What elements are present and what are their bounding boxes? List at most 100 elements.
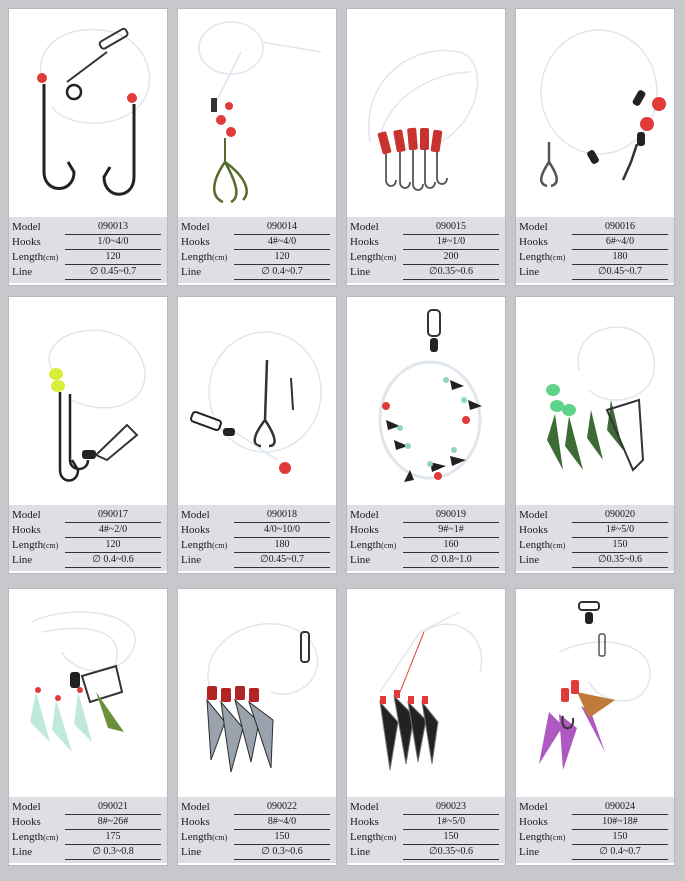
product-photo [12,12,164,212]
spec-row-line: Line∅ 0.45~0.7 [9,265,167,280]
hooks-value: 4/0~10/0 [234,522,330,538]
length-value: 120 [65,537,161,553]
product-photo [519,592,671,792]
spec-row-line: Line∅ 0.4~0.6 [9,553,167,568]
spec-row-length: Length(cm)150 [347,830,505,845]
length-value: 150 [572,829,668,845]
hooks-value: 1/0~4/0 [65,234,161,250]
hooks-value: 4#~4/0 [234,234,330,250]
spec-row-length: Length(cm)150 [516,830,674,845]
spec-row-length: Length(cm)120 [9,538,167,553]
hooks-value: 1#~5/0 [572,522,668,538]
spec-row-line: Line∅ 0.4~0.7 [516,845,674,860]
line-value: ∅ 0.3~0.8 [65,844,161,860]
spec-row-length: Length(cm)200 [347,250,505,265]
long-hook-rig-icon [48,329,146,482]
hooks-value: 8#~4/0 [234,814,330,830]
spec-row-line: Line∅ 0.8~1.0 [347,553,505,568]
hooks-value: 6#~4/0 [572,234,668,250]
hooks-value: 8#~26# [65,814,161,830]
hooks-value: 4#~2/0 [65,522,161,538]
product-photo [181,592,333,792]
line-value: ∅0.35~0.6 [403,844,499,860]
length-value: 120 [65,249,161,265]
length-value: 180 [234,537,330,553]
spec-row-line: Line∅ 0.3~0.8 [9,845,167,860]
hooks-value: 1#~1/0 [403,234,499,250]
length-value: 150 [403,829,499,845]
model-value: 090019 [403,507,499,523]
model-value: 090018 [234,507,330,523]
line-value: ∅ 0.45~0.7 [65,264,161,280]
length-value: 160 [403,537,499,553]
double-hook-rig-icon [37,27,151,196]
silver-foil-rig-icon [206,623,319,773]
spec-row-line: Line∅ 0.3~0.6 [178,845,336,860]
spec-row-line: Line∅ 0.4~0.7 [178,265,336,280]
length-value: 180 [572,249,668,265]
line-value: ∅0.35~0.6 [403,264,499,280]
length-value: 120 [234,249,330,265]
product-photo [12,592,164,792]
model-value: 090015 [403,219,499,235]
dark-foil-rig-icon [379,611,483,771]
spec-row-length: Length(cm)175 [9,830,167,845]
line-value: ∅0.45~0.7 [234,552,330,568]
line-value: ∅0.45~0.7 [572,264,668,280]
product-photo [181,300,333,500]
model-value: 090023 [403,799,499,815]
product-photo [519,300,671,500]
product-photo [350,592,502,792]
length-value: 175 [65,829,161,845]
product-photo [350,12,502,212]
feather-ring-rig-icon [378,309,482,482]
length-value: 150 [572,537,668,553]
spec-row-line: Line∅0.35~0.6 [516,553,674,568]
model-value: 090014 [234,219,330,235]
line-value: ∅ 0.4~0.7 [572,844,668,860]
spec-row-length: Length(cm)120 [9,250,167,265]
model-value: 090013 [65,219,161,235]
spec-row-length: Length(cm)160 [347,538,505,553]
hooks-value: 10#~18# [572,814,668,830]
hooks-value: 9#~1# [403,522,499,538]
model-value: 090016 [572,219,668,235]
red-tube-hook-rig-icon [368,49,479,191]
